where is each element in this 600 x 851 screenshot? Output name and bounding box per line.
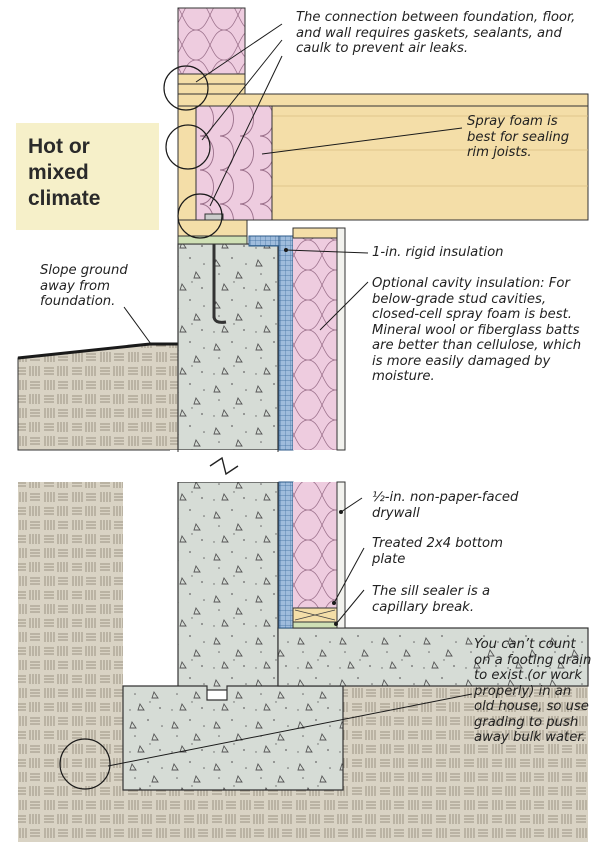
- sill-plate: [177, 213, 248, 245]
- drywall: [336, 227, 346, 629]
- wall-plates: [177, 73, 246, 95]
- bottom-plate: [292, 607, 338, 623]
- spray-foam-rim: [195, 105, 273, 221]
- connection-note: The connection between foundation, floor…: [296, 10, 576, 56]
- rigid-insulation-note: 1-in. rigid insulation: [372, 245, 504, 260]
- rigid-foam-insulation: [248, 235, 294, 629]
- footing-drain-note: You can’t count on a footing drain to ex…: [474, 637, 592, 745]
- break-symbol: [170, 450, 360, 482]
- basement-slab: [277, 627, 589, 687]
- footing-drain-circle: [59, 738, 111, 790]
- soil-under-slab: [343, 686, 588, 842]
- sill-sealer: [292, 621, 338, 629]
- soil-left: [17, 343, 343, 842]
- cavity-insulation: [292, 227, 338, 608]
- ground-surface-line: [17, 342, 178, 360]
- climate-label: Hot or mixed climate: [28, 135, 101, 210]
- bottom-plate-note: Treated 2x4 bottom plate: [372, 536, 503, 567]
- drywall-note: ½-in. non-paper-faced drywall: [372, 490, 519, 521]
- spray-foam-note: Spray foam is best for sealing rim joist…: [467, 114, 570, 160]
- cavity-insulation-note: Optional cavity insulation: For below-gr…: [372, 276, 582, 384]
- sill-sealer-note: The sill sealer is a capillary break.: [372, 584, 491, 615]
- seal-circles: [163, 65, 223, 239]
- leader-dots: [284, 248, 343, 626]
- slope-ground-note: Slope ground away from foundation.: [40, 263, 128, 309]
- climate-box: [16, 123, 159, 230]
- rim-joist: [177, 105, 197, 221]
- leader-lines: [107, 23, 473, 767]
- upper-wall-insulation: [177, 7, 246, 81]
- foundation-wall: [122, 243, 344, 791]
